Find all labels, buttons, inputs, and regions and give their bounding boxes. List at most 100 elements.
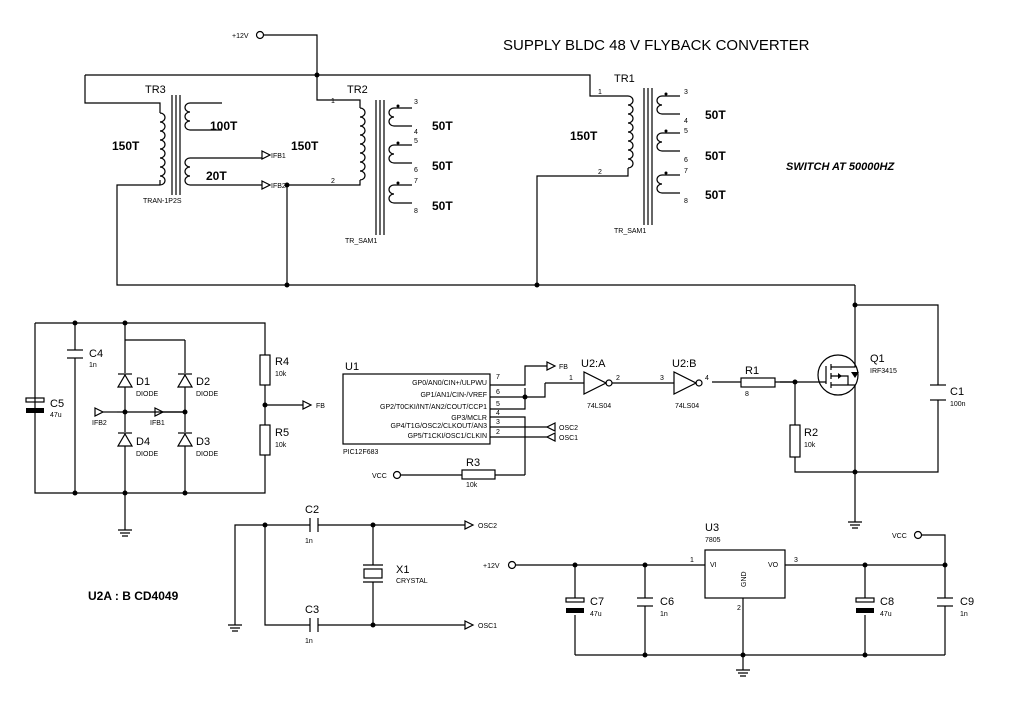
transformer-tr1: TR1 1 2 3 4 5 6 7 8 150T 50T 50T 50T TR_… bbox=[534, 73, 726, 288]
c1-value: 100n bbox=[950, 401, 966, 408]
u3-pin1: 1 bbox=[690, 557, 694, 564]
r5-value: 10k bbox=[275, 442, 287, 449]
tr1-pin4: 4 bbox=[684, 118, 688, 125]
c5-plate-bottom bbox=[26, 408, 44, 413]
r1-body bbox=[740, 377, 776, 388]
r4-body bbox=[259, 354, 271, 386]
feedback-bridge: C4 1n C5 47u D1 DIODE D2 DIODE D4 DIODE … bbox=[25, 320, 325, 537]
u1-pin2-num: 2 bbox=[496, 429, 500, 436]
tr3-secondary1-turns: 100T bbox=[210, 119, 238, 133]
top-supply-wiring: +12V bbox=[84, 30, 628, 113]
u1-pin5-num: 5 bbox=[496, 401, 500, 408]
tr1-pin7: 7 bbox=[684, 168, 688, 175]
p12v-top-terminal bbox=[255, 30, 265, 40]
tr2-pin8: 8 bbox=[414, 208, 418, 215]
tr1-ref: TR1 bbox=[614, 73, 635, 85]
u1-part: PIC12F683 bbox=[343, 449, 379, 456]
tr3-primary-turns: 150T bbox=[112, 139, 140, 153]
tr2-pin3: 3 bbox=[414, 99, 418, 106]
p12v-top-label: +12V bbox=[232, 33, 249, 40]
r5-ref: R5 bbox=[275, 427, 289, 439]
d3-type: DIODE bbox=[196, 451, 219, 458]
u1-pin-gp0: GP0/AN0/CIN+/ULPWU bbox=[412, 380, 487, 387]
u2a-part: 74LS04 bbox=[587, 403, 611, 410]
switch-rail: C1 100n bbox=[848, 285, 966, 529]
oscillator: C2 1n C3 1n X1 CRYSTAL OSC2 OSC1 bbox=[228, 504, 497, 645]
tr2-pin2: 2 bbox=[331, 178, 335, 185]
r2-value: 10k bbox=[804, 442, 816, 449]
c7-ref: C7 bbox=[590, 596, 604, 608]
pullup-r3: VCC R3 10k bbox=[372, 457, 525, 489]
u2a-pin-out: 2 bbox=[616, 375, 620, 382]
c8-value: 47u bbox=[880, 611, 892, 618]
u1-pin-gp4: GP4/T1G/OSC2/CLKOUT/AN3 bbox=[391, 423, 488, 430]
u2a-pin-in: 1 bbox=[569, 375, 573, 382]
tr2-pin6: 6 bbox=[414, 167, 418, 174]
c6-value: 1n bbox=[660, 611, 668, 618]
u2b-pin-out: 4 bbox=[705, 375, 709, 382]
r1-value: 8 bbox=[745, 391, 749, 398]
u3-ref: U3 bbox=[705, 522, 719, 534]
r2-body bbox=[789, 424, 801, 458]
c2-ref: C2 bbox=[305, 504, 319, 516]
r1-ref: R1 bbox=[745, 365, 759, 377]
r3-vcc-label: VCC bbox=[372, 473, 387, 480]
r3-value: 10k bbox=[466, 482, 478, 489]
tr1-secondary3-turns: 50T bbox=[705, 188, 726, 202]
mosfet-q1: Q1 IRF3415 bbox=[780, 353, 897, 396]
d4-ref: D4 bbox=[136, 436, 150, 448]
c9-value: 1n bbox=[960, 611, 968, 618]
tr2-secondary3-turns: 50T bbox=[432, 199, 453, 213]
u1-pin6-num: 6 bbox=[496, 389, 500, 396]
c5-ref: C5 bbox=[50, 398, 64, 410]
bridge-ifb1-label: IFB1 bbox=[150, 420, 165, 427]
tr1-secondary2-turns: 50T bbox=[705, 149, 726, 163]
u1-osc2-label: OSC2 bbox=[559, 425, 578, 432]
u1-pin4-num: 4 bbox=[496, 410, 500, 417]
osc-osc2-label: OSC2 bbox=[478, 523, 497, 530]
c8-plate-top bbox=[855, 597, 875, 603]
tr2-pin1: 1 bbox=[331, 98, 335, 105]
r3-ref: R3 bbox=[466, 457, 480, 469]
u3-part: 7805 bbox=[705, 537, 721, 544]
u1-pin7-num: 7 bbox=[496, 374, 500, 381]
tr2-ref: TR2 bbox=[347, 84, 368, 96]
u1-pin3-num: 3 bbox=[496, 419, 500, 426]
c3-value: 1n bbox=[305, 638, 313, 645]
c7-plate-top bbox=[565, 597, 585, 603]
tr3-ref: TR3 bbox=[145, 84, 166, 96]
u2b-part: 74LS04 bbox=[675, 403, 699, 410]
u1-pin-gp2: GP2/T0CKI/INT/AN2/COUT/CCP1 bbox=[380, 404, 487, 411]
u1-pin-gp5: GP5/T1CKI/OSC1/CLKIN bbox=[408, 433, 487, 440]
c4-value: 1n bbox=[89, 362, 97, 369]
tr3-type: TRAN-1P2S bbox=[143, 198, 182, 205]
reg-vcc-terminal bbox=[913, 530, 923, 540]
inverter-u2b: U2:B 74LS04 3 4 bbox=[660, 358, 709, 410]
c7-plate-bottom bbox=[566, 608, 584, 613]
tr2-pin5: 5 bbox=[414, 138, 418, 145]
tr2-primary-turns: 150T bbox=[291, 139, 319, 153]
tr1-pin3: 3 bbox=[684, 89, 688, 96]
x1-ref: X1 bbox=[396, 564, 409, 576]
u2-part-note: U2A : B CD4049 bbox=[88, 589, 179, 603]
u1-ref: U1 bbox=[345, 361, 359, 373]
tr3-ifb1-label: IFB1 bbox=[271, 153, 286, 160]
d2-type: DIODE bbox=[196, 391, 219, 398]
c6-ref: C6 bbox=[660, 596, 674, 608]
x1-type: CRYSTAL bbox=[396, 578, 428, 585]
transformer-tr3: TR3 150T 100T 20T TRAN-1P2S IFB1 IFB2 bbox=[112, 84, 855, 286]
c8-plate-bottom bbox=[856, 608, 874, 613]
tr1-pin8: 8 bbox=[684, 198, 688, 205]
d4-type: DIODE bbox=[136, 451, 159, 458]
d1-type: DIODE bbox=[136, 391, 159, 398]
tr1-secondary1-turns: 50T bbox=[705, 108, 726, 122]
c4-ref: C4 bbox=[89, 348, 103, 360]
reg-vcc-label: VCC bbox=[892, 533, 907, 540]
r3-vcc-terminal bbox=[392, 470, 402, 480]
u3-vi-label: VI bbox=[710, 562, 717, 569]
r5-body bbox=[259, 424, 271, 456]
d1-ref: D1 bbox=[136, 376, 150, 388]
tr1-pin6: 6 bbox=[684, 157, 688, 164]
osc-osc1-label: OSC1 bbox=[478, 623, 497, 630]
